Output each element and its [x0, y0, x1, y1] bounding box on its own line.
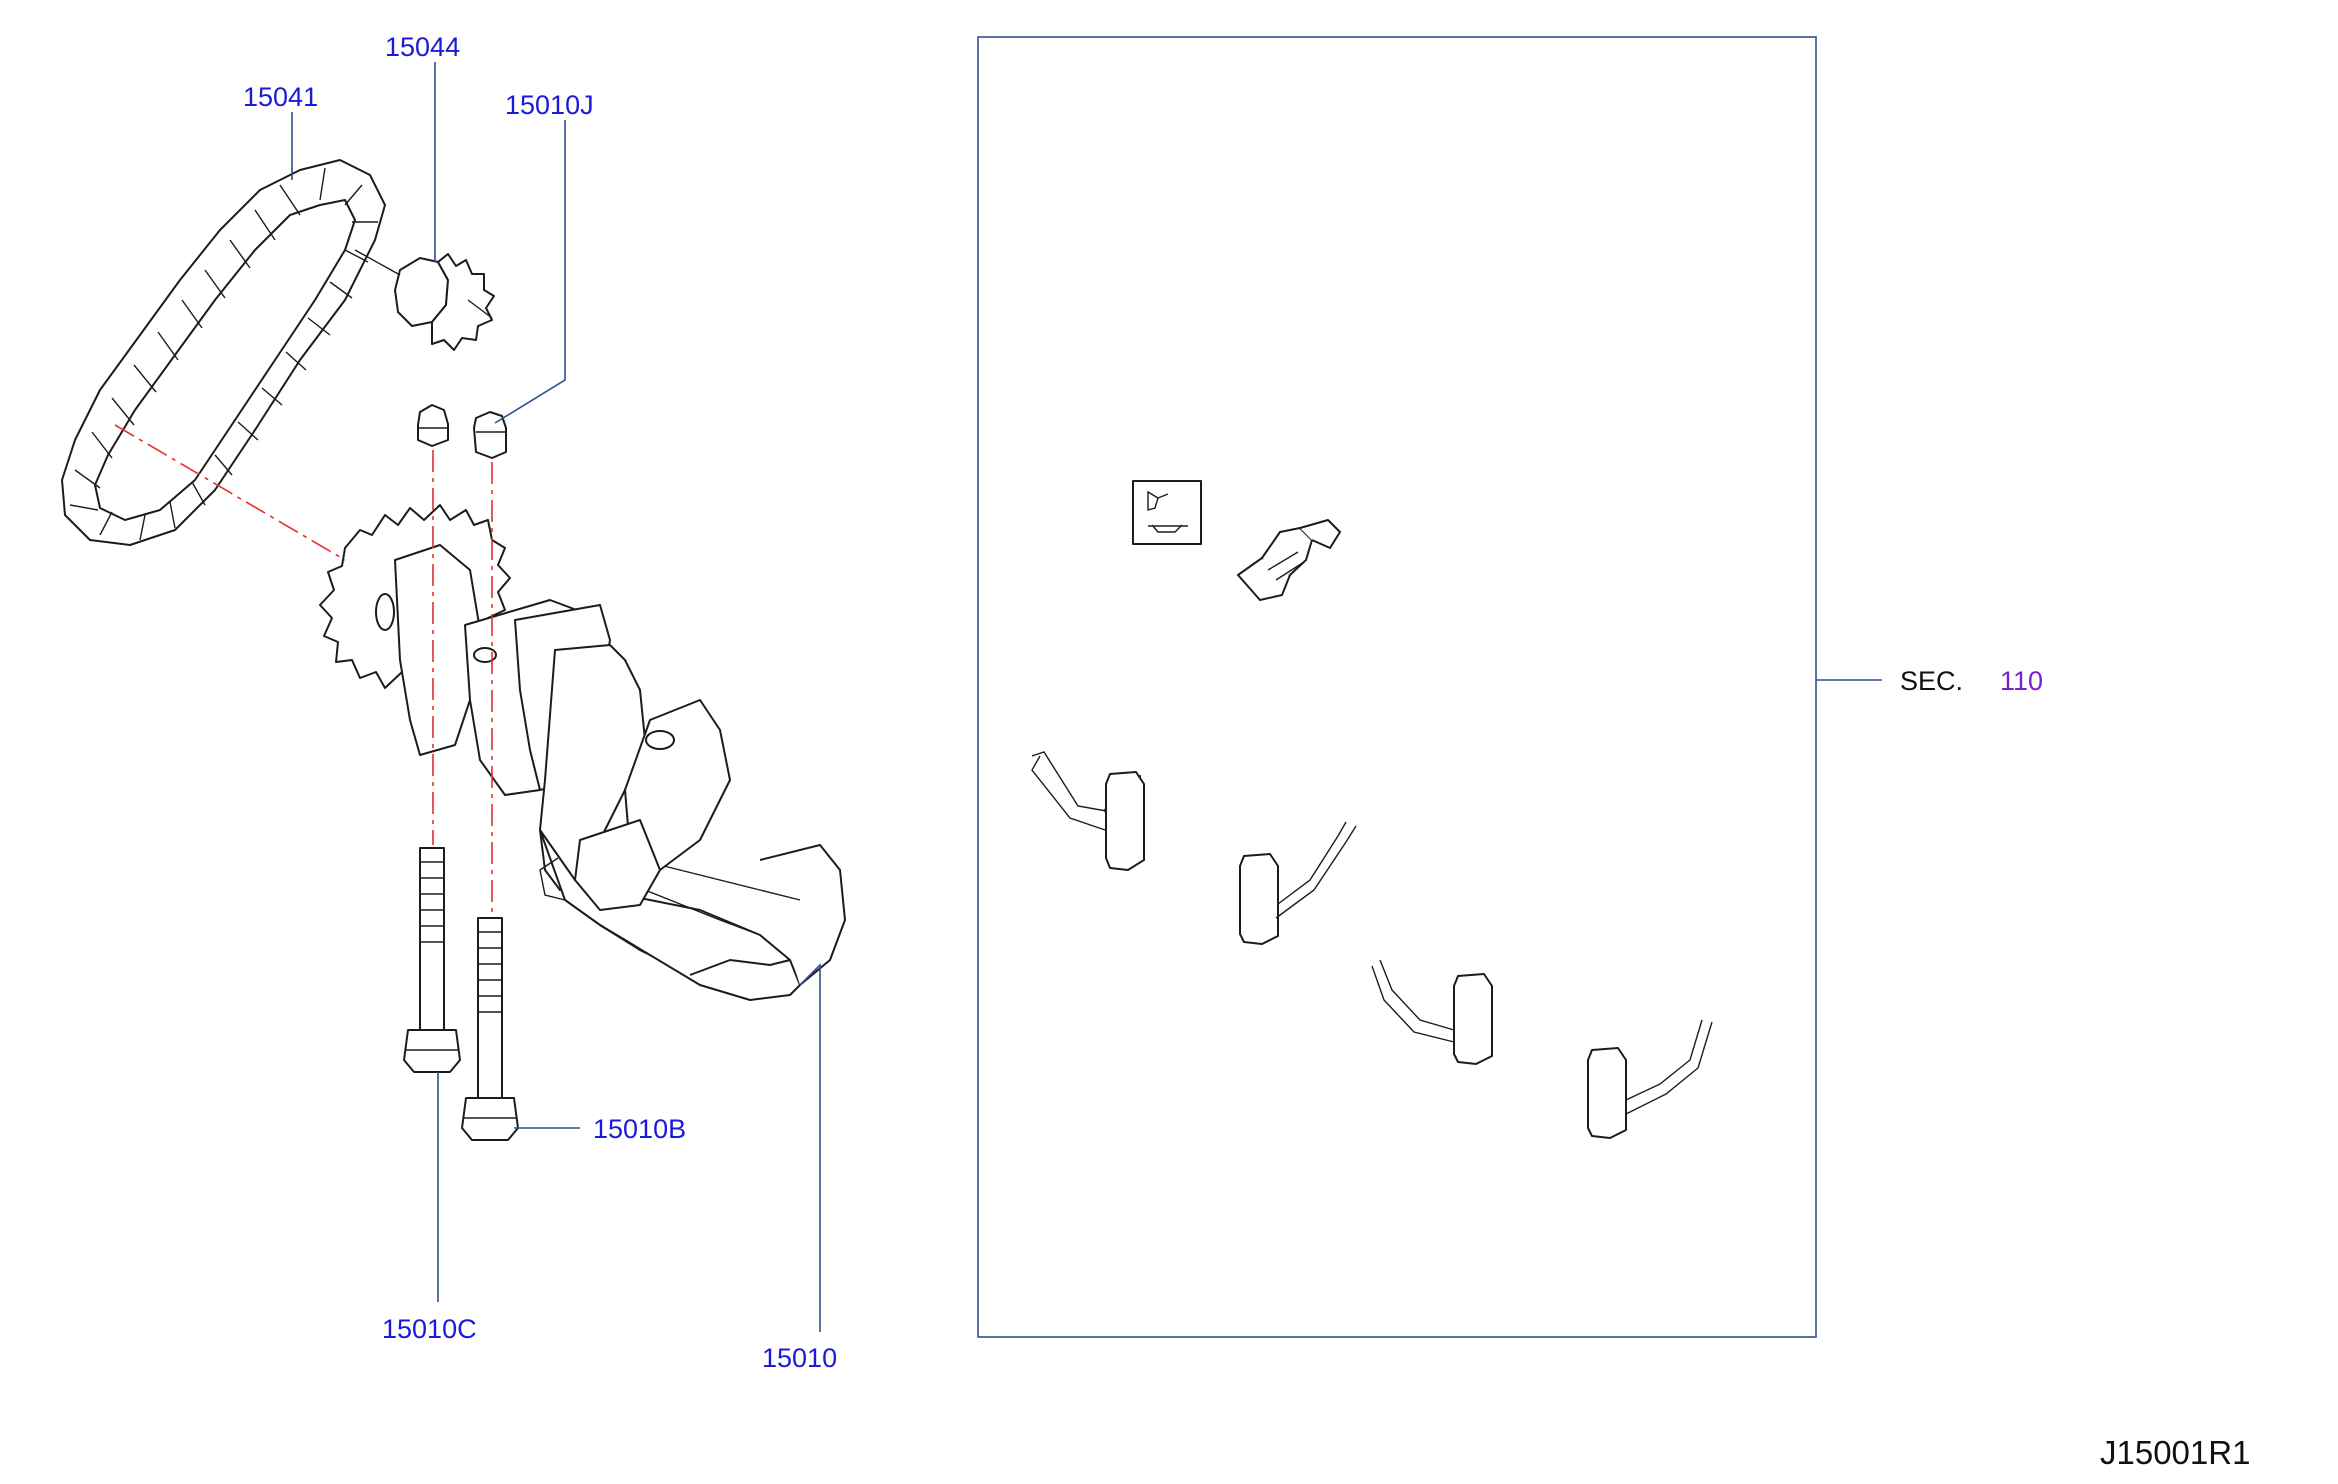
- section-number[interactable]: 110: [2000, 666, 2043, 696]
- inset-oil-jet-3[interactable]: [1371, 959, 1493, 1065]
- leader-15010: [799, 963, 821, 1332]
- centerline-sprocket-axis: [114, 424, 346, 561]
- bolt-long[interactable]: [403, 847, 461, 1073]
- callout-15010: 15010: [762, 1343, 837, 1373]
- sprocket[interactable]: [354, 249, 495, 351]
- leader-15010J: [494, 120, 566, 424]
- callout-15010B: 15010B: [593, 1114, 686, 1144]
- callout-15041: 15041: [243, 82, 318, 112]
- callout-15010C: 15010C: [382, 1314, 477, 1344]
- section-frame: [977, 36, 1817, 1338]
- callout-15044: 15044: [385, 32, 460, 62]
- timing-chain[interactable]: [61, 159, 386, 546]
- inset-symbol-box: [1132, 480, 1202, 545]
- bolt-short[interactable]: [461, 917, 519, 1141]
- inset-pressure-switch[interactable]: [1237, 519, 1341, 601]
- inset-oil-jet-1[interactable]: [1031, 751, 1145, 871]
- section-prefix: SEC.: [1900, 666, 1963, 696]
- callout-15010J: 15010J: [505, 90, 594, 120]
- inset-oil-jet-4[interactable]: [1587, 1019, 1713, 1139]
- oil-pump-assembly[interactable]: [319, 504, 846, 1001]
- inset-oil-jet-2[interactable]: [1239, 821, 1357, 945]
- diagram-code: J15001R1: [2100, 1434, 2250, 1471]
- dowel-pin-right[interactable]: [473, 411, 507, 459]
- dowel-pin-left[interactable]: [417, 404, 449, 447]
